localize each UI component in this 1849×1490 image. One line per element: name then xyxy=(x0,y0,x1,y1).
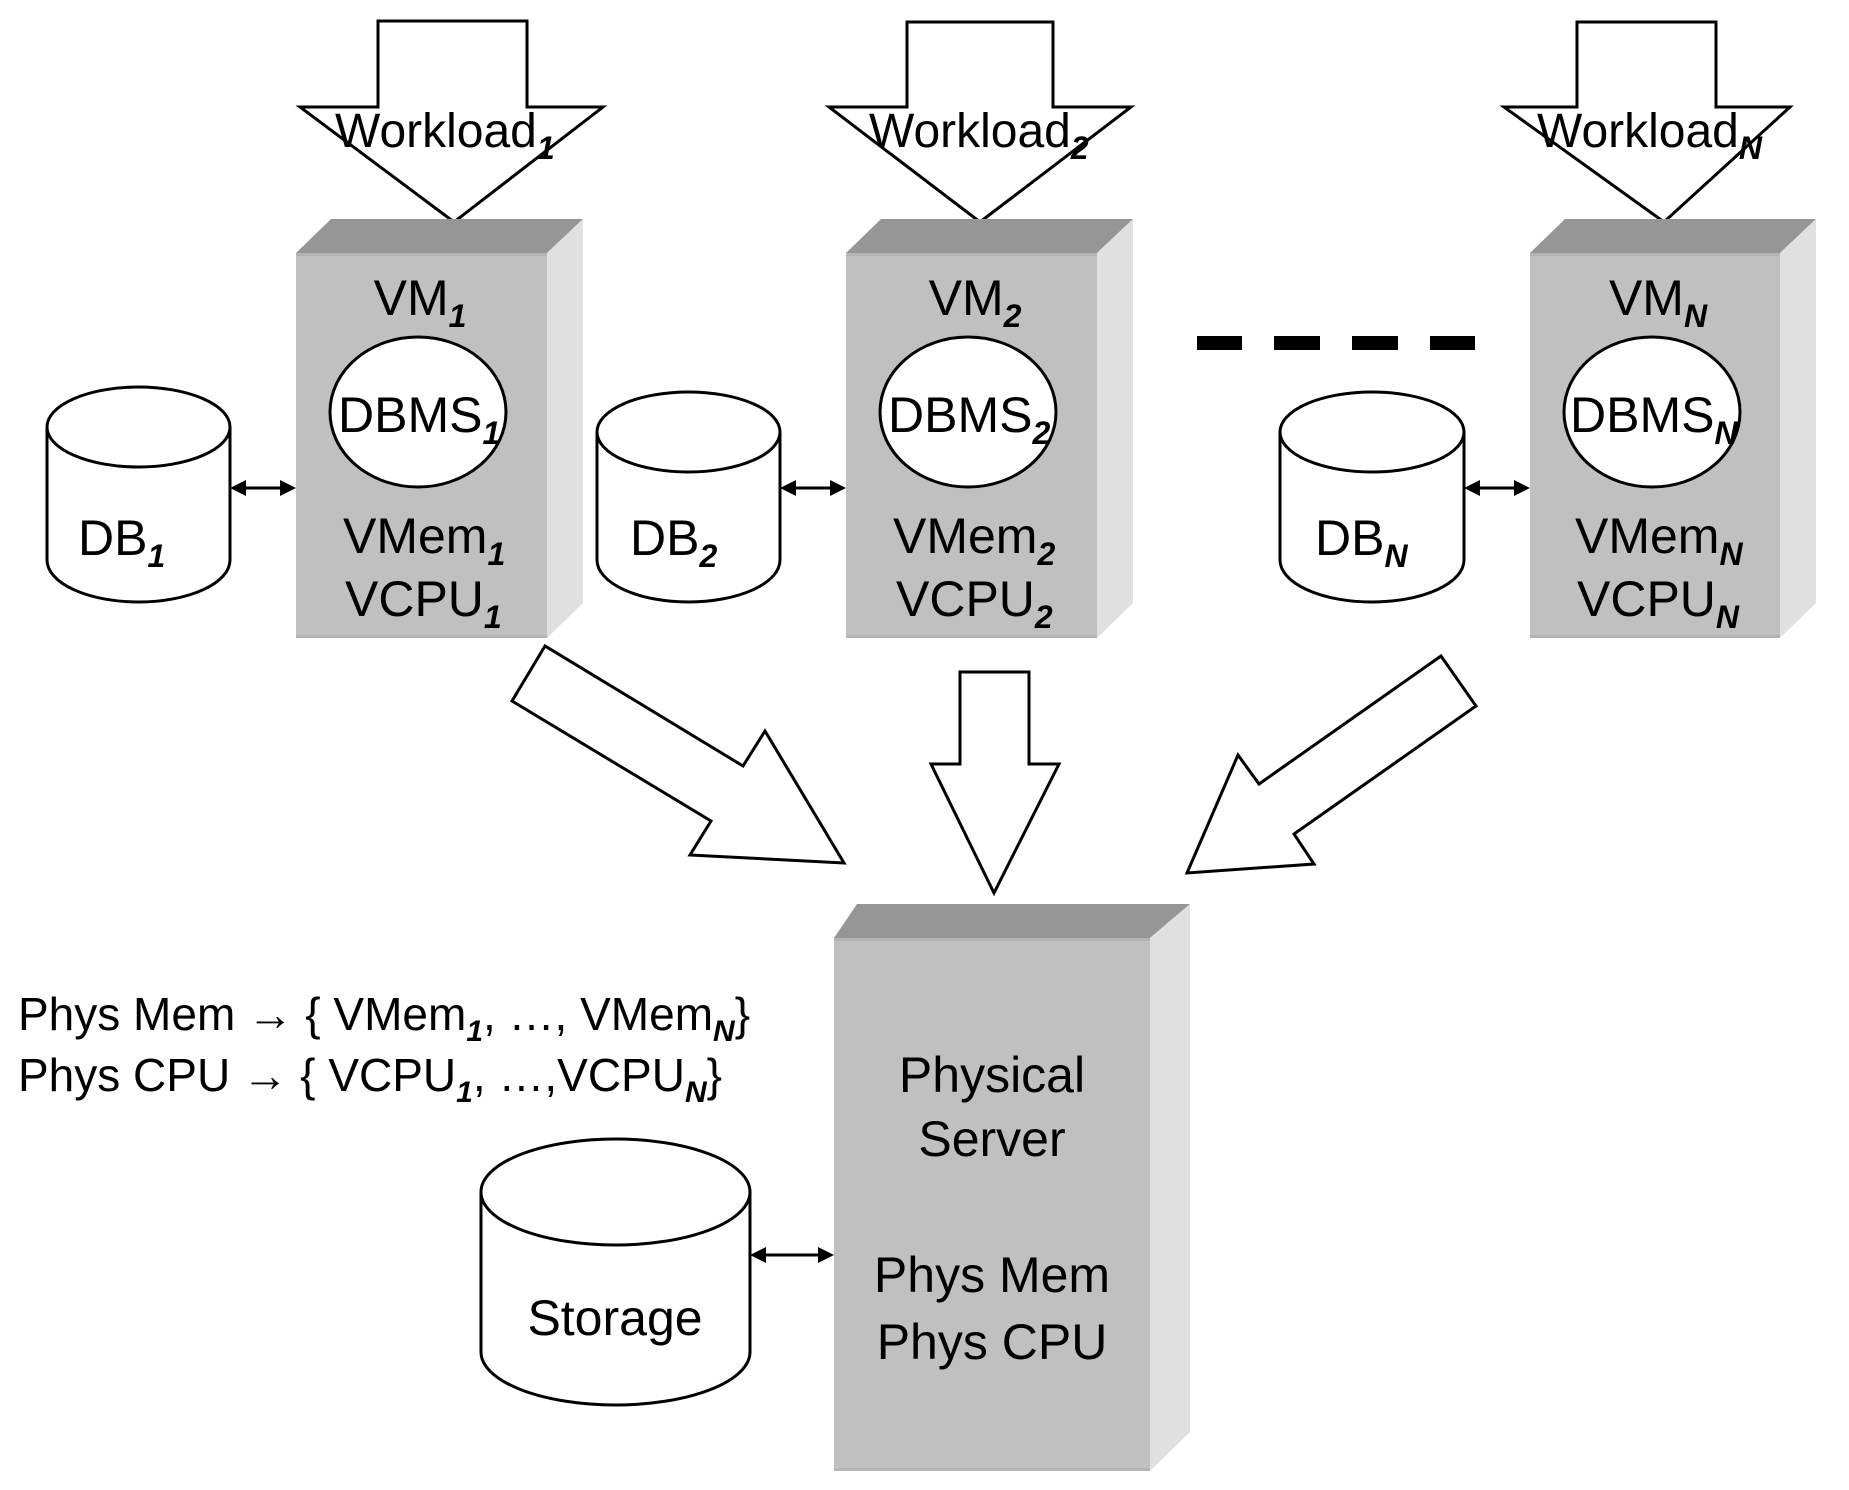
physical-server-box: Physical Server Phys Mem Phys CPU xyxy=(834,904,1190,1471)
vmem-label-n: VMemN xyxy=(1575,508,1743,572)
workload-label-2: Workload2 xyxy=(869,105,1089,166)
workload-arrow-1: Workload1 xyxy=(295,19,608,224)
phys-mem-label: Phys Mem xyxy=(874,1247,1110,1303)
storage-label: Storage xyxy=(527,1290,702,1346)
vm-label-1: VM1 xyxy=(374,270,467,334)
workload-label-n: WorkloadN xyxy=(1537,105,1763,166)
cpu-mapping-text: Phys CPU→{ VCPU1, …,VCPUN} xyxy=(18,1049,722,1109)
vcpu-label-1: VCPU1 xyxy=(345,571,502,635)
dbms-ellipse-n xyxy=(1562,335,1742,489)
workload-arrow-2: Workload2 xyxy=(824,20,1136,224)
db-vm-link-2 xyxy=(780,480,846,496)
mem-mapping-text: Phys Mem→{ VMem1, …, VMemN} xyxy=(18,988,750,1048)
dbms-label-n: DBMSN xyxy=(1570,387,1738,451)
workload-label-1: Workload1 xyxy=(335,105,555,166)
consolidation-arrow-right xyxy=(1184,653,1479,875)
vm-box-1: VM1 DBMS1 VMem1 VCPU1 xyxy=(296,219,583,638)
dbms-ellipse-1 xyxy=(328,335,508,489)
vcpu-label-2: VCPU2 xyxy=(896,571,1053,635)
storage-cylinder: Storage xyxy=(479,1137,752,1407)
vcpu-label-n: VCPUN xyxy=(1577,571,1740,635)
vmem-label-2: VMem2 xyxy=(893,508,1055,572)
storage-server-link xyxy=(750,1247,834,1263)
vm-box-2: VM2 DBMS2 VMem2 VCPU2 xyxy=(846,219,1133,638)
db-cylinder-n: DBN xyxy=(1278,390,1466,604)
consolidation-arrow-left xyxy=(509,643,847,865)
dbms-ellipse-2 xyxy=(878,335,1058,489)
vm-label-2: VM2 xyxy=(929,270,1022,334)
more-vms-dashes xyxy=(1197,336,1475,350)
phys-cpu-label: Phys CPU xyxy=(877,1314,1108,1370)
vm-box-n: VMN DBMSN VMemN VCPUN xyxy=(1530,219,1816,638)
workload-arrow-n: WorkloadN xyxy=(1499,20,1794,224)
consolidation-arrow-center xyxy=(928,670,1062,897)
vmem-label-1: VMem1 xyxy=(343,508,505,572)
db-label-2: DB2 xyxy=(630,510,717,574)
db-vm-link-1 xyxy=(230,480,296,496)
db-cylinder-1: DB1 xyxy=(45,385,232,604)
db-vm-link-n xyxy=(1464,480,1530,496)
dbms-label-1: DBMS1 xyxy=(338,387,500,451)
physical-server-label-line1: Physical xyxy=(899,1047,1085,1103)
physical-server-label-line2: Server xyxy=(918,1111,1065,1167)
db-cylinder-2: DB2 xyxy=(595,390,782,604)
db-label-1: DB1 xyxy=(78,510,165,574)
dbms-label-2: DBMS2 xyxy=(888,387,1050,451)
db-label-n: DBN xyxy=(1315,510,1408,574)
vm-label-n: VMN xyxy=(1609,270,1708,334)
